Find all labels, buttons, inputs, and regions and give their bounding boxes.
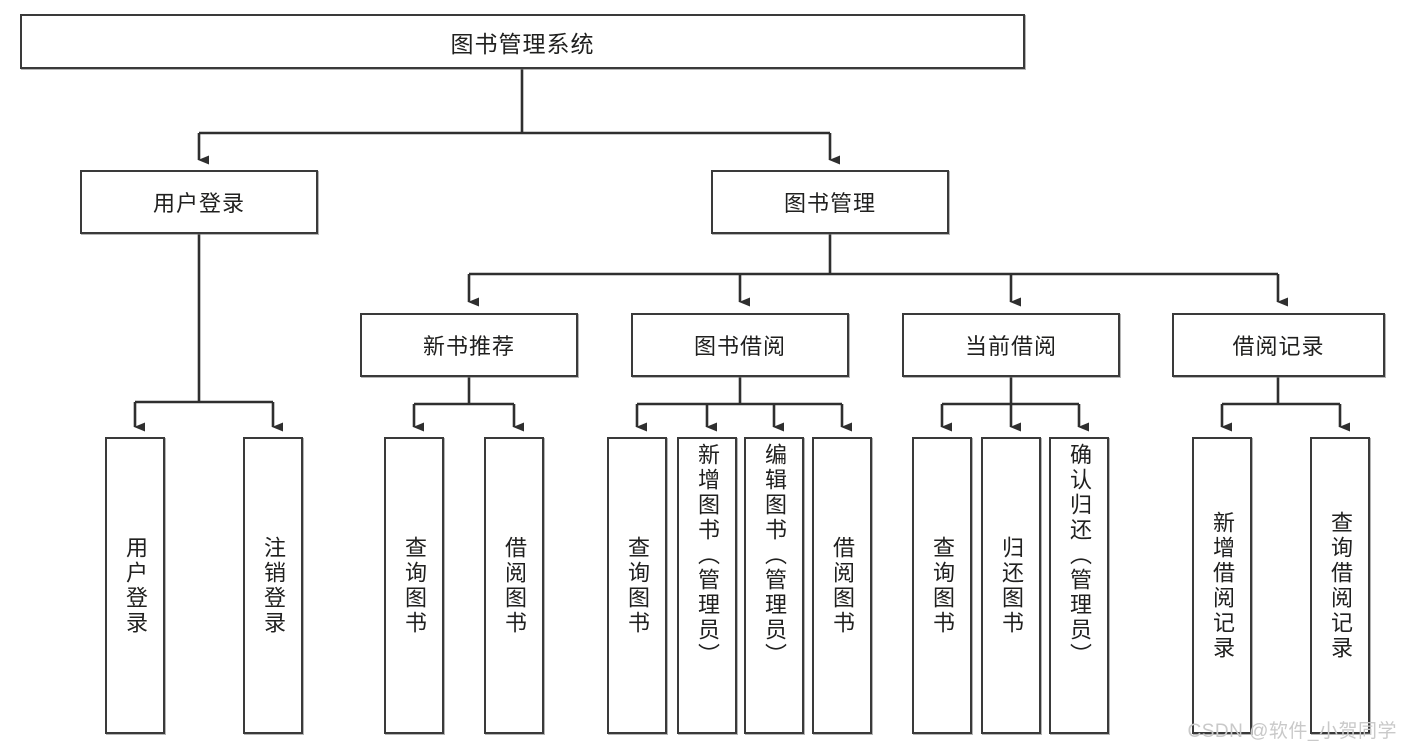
node-label: 编辑图书（管理员） <box>762 443 787 668</box>
leaf-user-login-login[interactable]: 用户登录 <box>105 437 165 734</box>
node-label: 查询图书 <box>625 535 650 636</box>
node-new-book-recommend[interactable]: 新书推荐 <box>360 313 578 377</box>
node-current-borrow[interactable]: 当前借阅 <box>902 313 1120 377</box>
leaf-user-login-logout[interactable]: 注销登录 <box>243 437 303 734</box>
leaf-record-query-record[interactable]: 查询借阅记录 <box>1310 437 1370 734</box>
node-label: 当前借阅 <box>964 334 1057 359</box>
node-label: 新书推荐 <box>422 334 515 359</box>
node-label: 图书管理系统 <box>450 30 595 57</box>
node-book-management[interactable]: 图书管理 <box>711 170 949 234</box>
node-user-login[interactable]: 用户登录 <box>80 170 318 234</box>
node-label: 借阅图书 <box>502 535 527 636</box>
node-label: 借阅记录 <box>1232 334 1325 359</box>
leaf-borrow-edit-book-admin[interactable]: 编辑图书（管理员） <box>744 437 804 734</box>
node-label: 新增图书（管理员） <box>695 443 720 668</box>
node-label: 查询图书 <box>930 535 955 636</box>
node-label: 注销登录 <box>261 535 286 636</box>
node-label: 图书借阅 <box>693 334 786 359</box>
leaf-current-confirm-return-admin[interactable]: 确认归还（管理员） <box>1049 437 1109 734</box>
leaf-current-return-book[interactable]: 归还图书 <box>981 437 1041 734</box>
node-label: 归还图书 <box>999 535 1024 636</box>
leaf-borrow-borrow-book[interactable]: 借阅图书 <box>812 437 872 734</box>
node-label: 新增借阅记录 <box>1210 510 1235 661</box>
node-book-borrow[interactable]: 图书借阅 <box>631 313 849 377</box>
leaf-borrow-add-book-admin[interactable]: 新增图书（管理员） <box>677 437 737 734</box>
leaf-recommend-borrow-book[interactable]: 借阅图书 <box>484 437 544 734</box>
watermark-text: CSDN @软件_小贺同学 <box>1187 721 1397 742</box>
node-borrow-record[interactable]: 借阅记录 <box>1172 313 1385 377</box>
leaf-record-add-record[interactable]: 新增借阅记录 <box>1192 437 1252 734</box>
leaf-borrow-query-book[interactable]: 查询图书 <box>607 437 667 734</box>
node-label: 确认归还（管理员） <box>1067 443 1092 668</box>
node-root-system[interactable]: 图书管理系统 <box>20 14 1025 69</box>
node-label: 查询借阅记录 <box>1328 510 1353 661</box>
node-label: 用户登录 <box>123 535 148 636</box>
node-label: 借阅图书 <box>830 535 855 636</box>
node-label: 图书管理 <box>783 191 876 216</box>
node-label: 用户登录 <box>152 191 245 216</box>
leaf-current-query-book[interactable]: 查询图书 <box>912 437 972 734</box>
node-label: 查询图书 <box>402 535 427 636</box>
leaf-recommend-query-book[interactable]: 查询图书 <box>384 437 444 734</box>
